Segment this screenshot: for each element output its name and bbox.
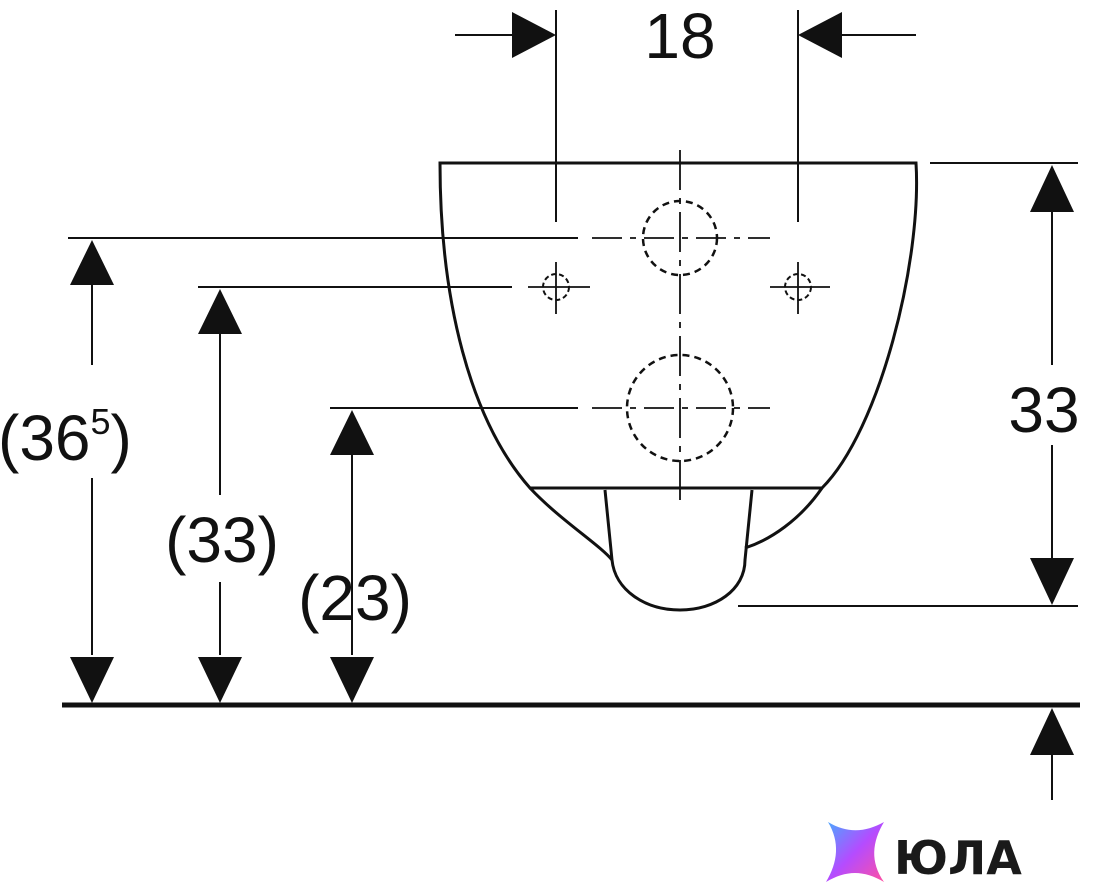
left-outer-height-superscript: 5 (91, 401, 111, 442)
top-spacing-label: 18 (644, 0, 715, 72)
left-outer-height-main: (36 (0, 402, 91, 474)
left-outer-height-label: (365) (0, 401, 132, 474)
bowl-outline (438, 161, 919, 612)
right-height-label: 33 (1008, 374, 1079, 446)
lower-pipe-opening (625, 353, 735, 463)
left-outer-height-close: ) (111, 402, 132, 474)
center-lines (528, 150, 830, 500)
brand-logo-icon (826, 822, 884, 882)
brand-logo-text: ЮЛА (894, 831, 1022, 885)
left-outer-dimension-arrows (70, 240, 114, 703)
left-middle-dimension-arrows (198, 289, 242, 703)
extension-lines (68, 10, 1078, 607)
right-dimension-arrows (1030, 165, 1074, 605)
left-middle-height-label: (33) (165, 504, 279, 576)
left-inner-dimension-arrows (330, 410, 374, 703)
brand-logo: ЮЛА (826, 822, 1022, 885)
floor-offset-arrow (1030, 708, 1074, 800)
top-dimension-arrows (455, 12, 916, 58)
left-inner-height-label: (23) (298, 562, 412, 634)
